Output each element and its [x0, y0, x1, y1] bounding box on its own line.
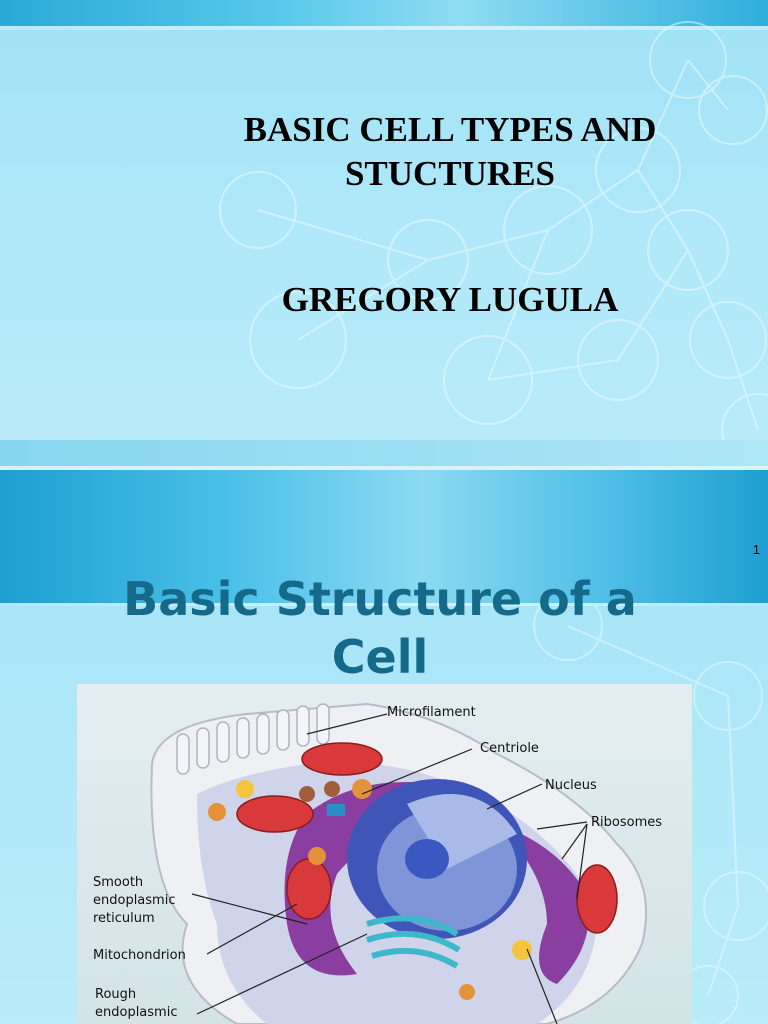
slide-title: Basic Structure of a Cell [60, 570, 700, 686]
label-mitochondrion: Mitochondrion [93, 948, 186, 963]
title-line-1: BASIC CELL TYPES AND [243, 110, 657, 149]
slide-title: BASIC CELL TYPES AND STUCTURES [150, 108, 750, 196]
cell-diagram: Microfilament Centriole Nucleus Ribosome… [77, 684, 692, 1024]
label-microfilament: Microfilament [387, 705, 476, 720]
author-name: GREGORY LUGULA [281, 280, 619, 319]
molecule-background-graphic [219, 21, 768, 467]
label-ribosomes: Ribosomes [591, 815, 663, 830]
cell-illustration [150, 702, 648, 1024]
label-smooth-er-line3: reticulum [93, 911, 155, 926]
label-rough-er-line1: Rough [95, 987, 137, 1002]
title-line-2: Cell [331, 630, 429, 684]
title-line-2: STUCTURES [344, 154, 556, 193]
bottom-band [0, 440, 768, 470]
label-centriole: Centriole [480, 741, 539, 756]
label-rough-er-line2: endoplasmic [95, 1005, 178, 1020]
header-band [0, 470, 768, 606]
label-nucleus: Nucleus [545, 778, 597, 793]
molecule-background-graphic [533, 606, 768, 1024]
label-smooth-er-line1: Smooth [93, 875, 144, 890]
label-smooth-er-line2: endoplasmic [93, 893, 176, 908]
title-line-1: Basic Structure of a [123, 572, 637, 626]
page-number: 1 [752, 542, 760, 557]
content-slide: 1 Basic Structure of a Cell [0, 470, 768, 1024]
header-band [0, 0, 768, 30]
title-slide: BASIC CELL TYPES AND STUCTURES GREGORY L… [0, 0, 768, 470]
